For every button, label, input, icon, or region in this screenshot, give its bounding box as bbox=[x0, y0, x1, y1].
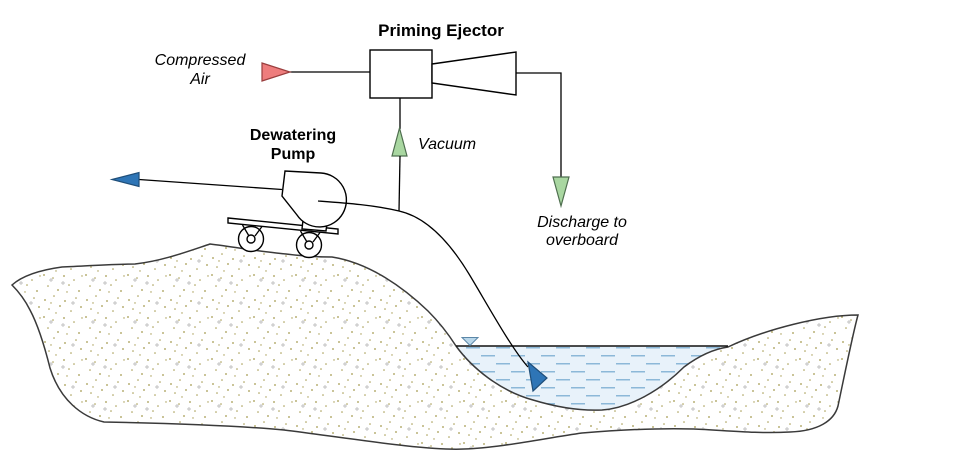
overboard-discharge-arrow-icon bbox=[552, 176, 570, 209]
labels: Priming Ejector Compressed Air Dewaterin… bbox=[155, 21, 627, 249]
label-compressed-air-2: Air bbox=[189, 71, 210, 88]
suction-inlet-arrow-icon bbox=[527, 360, 548, 393]
cart-wheel-left-hub bbox=[246, 234, 256, 244]
pump-volute bbox=[281, 170, 348, 228]
ejector-diffuser-cone bbox=[431, 51, 517, 96]
vacuum-line-lower bbox=[398, 155, 401, 212]
water-level-icon bbox=[460, 337, 480, 347]
vacuum-arrow-icon bbox=[391, 125, 408, 157]
label-dewatering-pump-1: Dewatering bbox=[250, 127, 336, 144]
ejector-body bbox=[369, 49, 433, 99]
dewatering-pump-assembly bbox=[109, 170, 348, 259]
ejector-outlet-line bbox=[516, 72, 562, 177]
cart-wheel-right-hub bbox=[304, 240, 314, 250]
label-discharge-2: overboard bbox=[546, 232, 619, 249]
title-priming-ejector: Priming Ejector bbox=[378, 21, 504, 40]
pump-discharge-line bbox=[138, 178, 283, 191]
terrain bbox=[10, 243, 859, 450]
cart-wheel-right-fork bbox=[299, 230, 321, 243]
cart-wheel-left-fork bbox=[241, 224, 263, 237]
priming-ejector-assembly bbox=[261, 49, 570, 212]
pump-discharge-arrow-icon bbox=[109, 171, 140, 188]
label-discharge-1: Discharge to bbox=[537, 214, 627, 231]
label-vacuum: Vacuum bbox=[418, 136, 476, 153]
label-dewatering-pump-2: Pump bbox=[271, 146, 316, 163]
compressed-air-arrow-icon bbox=[261, 62, 292, 82]
label-compressed-air-1: Compressed bbox=[155, 52, 247, 69]
suction-hose bbox=[317, 200, 529, 368]
